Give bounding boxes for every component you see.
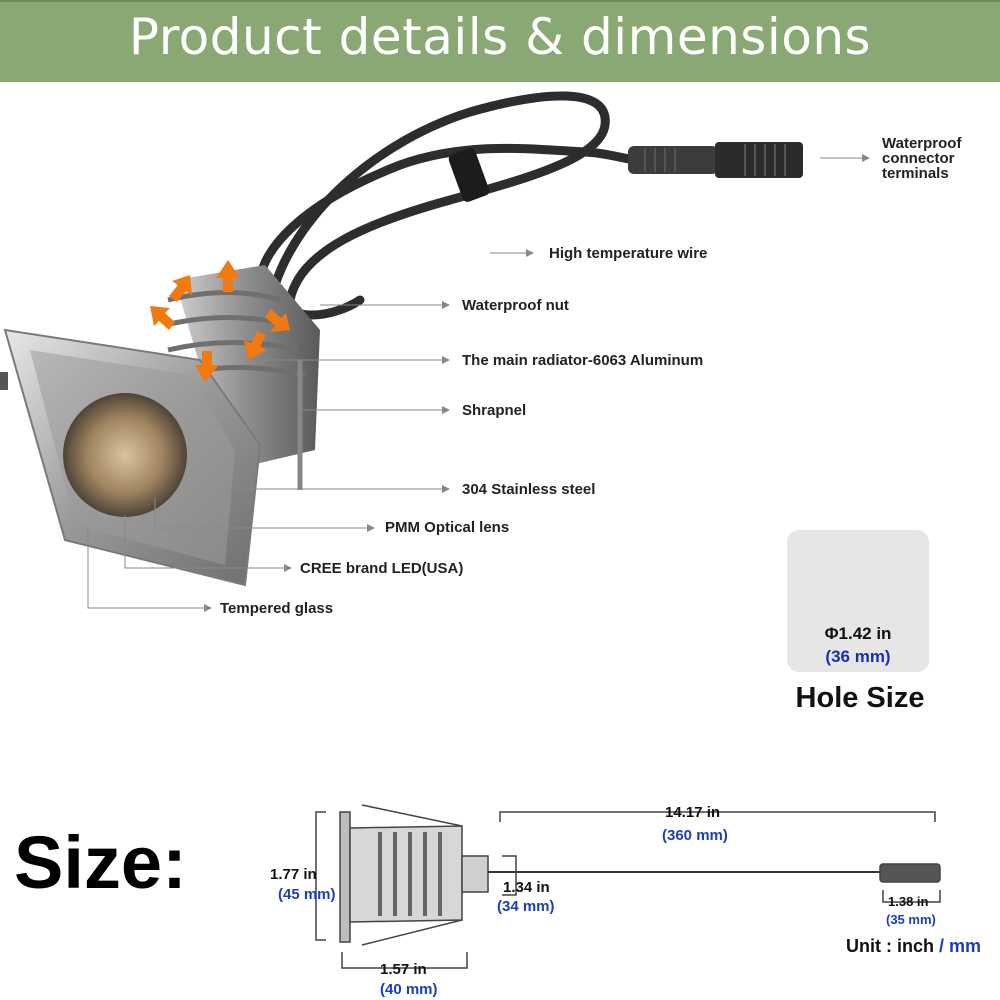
hole-diameter: Φ1.42 in	[824, 624, 892, 643]
plug-in: 1.38 in	[888, 894, 929, 909]
callout-connector-line1: Waterproof	[882, 135, 962, 152]
hole-size-title: Hole Size	[795, 682, 925, 714]
cable-tie	[448, 148, 490, 202]
plug-mm: (35 mm)	[886, 912, 936, 927]
height-mm: (45 mm)	[278, 886, 336, 903]
lens-icon	[63, 393, 187, 517]
unit-mm: / mm	[939, 936, 982, 956]
callout-connector-line3: terminals	[882, 165, 949, 182]
unit-inch: Unit : inch	[846, 936, 934, 956]
page-title: Product details & dimensions	[128, 8, 872, 66]
callout-nut: Waterproof nut	[462, 297, 569, 314]
connector-plug-icon	[879, 863, 941, 883]
callout-steel: 304 Stainless steel	[462, 481, 596, 498]
light-body	[0, 265, 320, 587]
cable	[254, 91, 645, 320]
callout-led: CREE brand LED(USA)	[300, 560, 464, 577]
size-title: Size:	[14, 821, 187, 904]
callout-lines	[87, 154, 870, 612]
callout-connector: Waterproof connector terminals	[882, 136, 961, 181]
callout-shrapnel: Shrapnel	[462, 402, 527, 419]
hole-size-card	[787, 530, 929, 672]
callout-lens: PMM Optical lens	[385, 519, 510, 536]
width-mm: (40 mm)	[380, 981, 438, 998]
cable-mm: (360 mm)	[662, 827, 728, 844]
cable-in: 14.17 in	[665, 804, 721, 821]
hole-diameter-mm: (36 mm)	[825, 647, 891, 666]
connector-icon	[628, 142, 803, 178]
callout-wire: High temperature wire	[549, 245, 708, 262]
body-in: 1.34 in	[503, 879, 550, 896]
callout-glass: Tempered glass	[220, 600, 334, 617]
size-diagram	[315, 804, 941, 969]
callout-connector-line2: connector	[882, 150, 955, 167]
body-mm: (34 mm)	[497, 898, 555, 915]
height-in: 1.77 in	[270, 866, 317, 883]
heat-arrows-icon	[150, 260, 290, 382]
unit-label: Unit : inch / mm	[846, 936, 981, 957]
width-in: 1.57 in	[380, 961, 427, 978]
title-banner: Product details & dimensions	[0, 0, 1000, 82]
callout-radiator: The main radiator-6063 Aluminum	[462, 352, 704, 369]
